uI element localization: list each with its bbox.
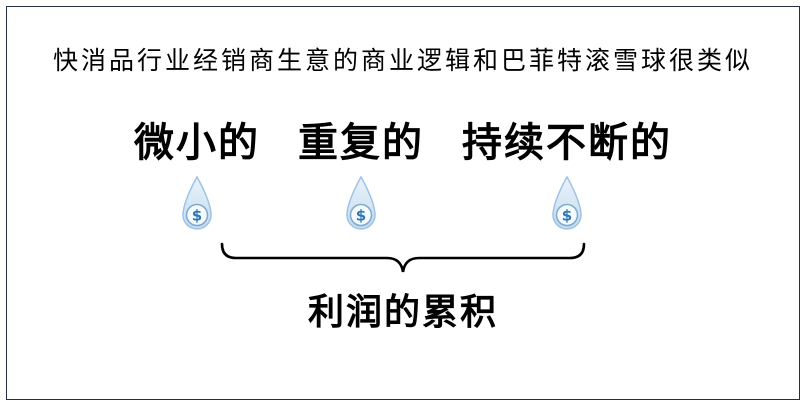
dollar-droplet-icon: $	[346, 175, 376, 230]
diagram-title: 快消品行业经销商生意的商业逻辑和巴菲特滚雪球很类似	[52, 46, 753, 75]
dollar-droplet-icon: $	[552, 175, 582, 230]
dollar-symbol: $	[192, 207, 202, 225]
label-continuous: 持续不断的	[462, 120, 672, 166]
diagram-frame: 快消品行业经销商生意的商业逻辑和巴菲特滚雪球很类似 微小的 $ 重复的	[6, 6, 800, 400]
dollar-symbol: $	[562, 207, 572, 225]
profit-accumulation-label: 利润的累积	[307, 292, 498, 333]
column-continuous: 持续不断的 $	[462, 121, 672, 239]
dollar-symbol: $	[356, 207, 366, 225]
concept-columns: 微小的 $ 重复的 $ 持续不断的	[134, 121, 672, 239]
label-tiny: 微小的	[134, 120, 260, 166]
column-tiny: 微小的 $	[134, 121, 260, 239]
dollar-droplet-icon: $	[182, 175, 212, 230]
underbrace	[220, 242, 586, 273]
brace-wrap	[7, 241, 799, 277]
column-repeated: 重复的 $	[298, 121, 424, 239]
label-repeated: 重复的	[298, 120, 424, 166]
